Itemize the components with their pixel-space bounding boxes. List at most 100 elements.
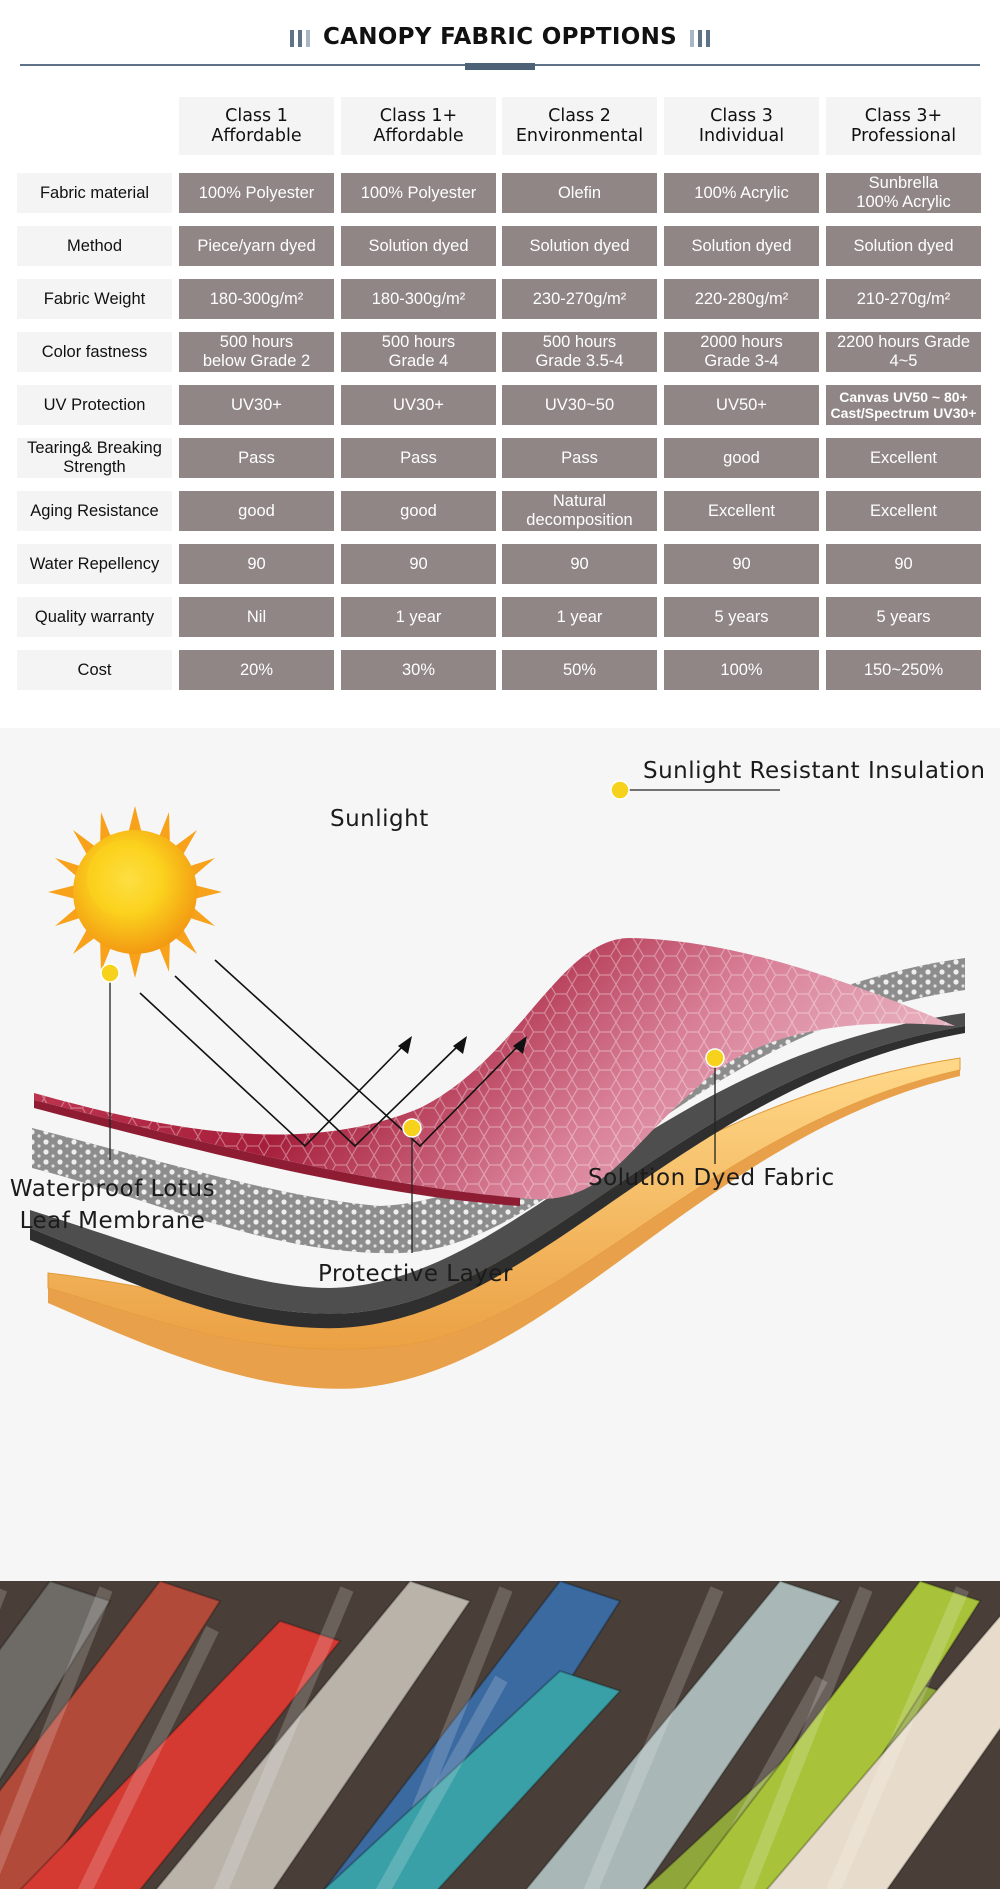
column-header-class: Class 3 [710, 105, 773, 126]
table-cell: 2200 hours Grade 4~5 [826, 332, 981, 372]
row-header: Color fastness [17, 332, 172, 372]
fabric-rolls-graphic [0, 1581, 1000, 1889]
fabric-roll-highlight [0, 1588, 8, 1610]
table-cell: Solution dyed [664, 226, 819, 266]
table-cell: 30% [341, 650, 496, 690]
table-cell: UV30+ [341, 385, 496, 425]
table-cell: 100% Acrylic [664, 173, 819, 213]
table-cell: Canvas UV50 ~ 80+ Cast/Spectrum UV30+ [826, 385, 981, 425]
table-cell: 100% Polyester [179, 173, 334, 213]
column-header: Class 3+Professional [826, 97, 981, 155]
row-header: UV Protection [17, 385, 172, 425]
table-cell: 210-270g/m² [826, 279, 981, 319]
table-cell: 500 hours Grade 4 [341, 332, 496, 372]
table-cell: 500 hours Grade 3.5-4 [502, 332, 657, 372]
table-cell: Solution dyed [502, 226, 657, 266]
column-header-tier: Environmental [515, 126, 644, 146]
table-cell: Excellent [664, 491, 819, 531]
table-cell: Excellent [826, 438, 981, 478]
fabric-layers-illustration: Sunlight Sunlight Resistant Insulation W… [0, 728, 1000, 1581]
table-cell: Nil [179, 597, 334, 637]
title-decoration-right [690, 30, 710, 47]
table-cell: 2000 hours Grade 3-4 [664, 332, 819, 372]
row-header: Aging Resistance [17, 491, 172, 531]
column-header-tier: Individual [698, 126, 785, 146]
fabric-roll-highlight [826, 1586, 969, 1889]
label-solution-dyed: Solution Dyed Fabric [588, 1165, 835, 1191]
row-header: Fabric material [17, 173, 172, 213]
table-cell: 100% [664, 650, 819, 690]
column-header-class: Class 1+ [379, 105, 458, 126]
callout-markers [100, 780, 725, 1138]
fabric-roll [19, 1619, 342, 1889]
column-header-class: Class 3+ [864, 105, 943, 126]
row-header: Fabric Weight [17, 279, 172, 319]
fabric-roll-highlight [583, 1586, 724, 1889]
fabric-roll [0, 1581, 222, 1889]
table-cell: UV30+ [179, 385, 334, 425]
fabric-roll-highlight [0, 1586, 113, 1875]
row-header: Quality warranty [17, 597, 172, 637]
fabric-roll-highlight [375, 1675, 508, 1889]
table-cell: 1 year [341, 597, 496, 637]
table-cell: Pass [179, 438, 334, 478]
column-header-tier: Affordable [373, 126, 464, 146]
table-cell: Olefin [502, 173, 657, 213]
table-cell: 230-270g/m² [502, 279, 657, 319]
fabric-roll [525, 1581, 842, 1889]
table-cell: Sunbrella 100% Acrylic [826, 173, 981, 213]
label-protective: Protective Layer [318, 1261, 513, 1287]
table-cell: 90 [502, 544, 657, 584]
table-cell: UV50+ [664, 385, 819, 425]
table-cell: 90 [341, 544, 496, 584]
sunlight-rays [139, 959, 521, 1148]
column-header-tier: Professional [850, 126, 957, 146]
row-header: Tearing& Breaking Strength [17, 438, 172, 478]
row-header: Cost [17, 650, 172, 690]
table-cell: 20% [179, 650, 334, 690]
column-header-class: Class 2 [548, 105, 611, 126]
table-cell: 220-280g/m² [664, 279, 819, 319]
table-cell: 180-300g/m² [179, 279, 334, 319]
table-cell: Pass [502, 438, 657, 478]
title-divider-accent [465, 63, 535, 70]
fabric-roll [0, 1581, 112, 1782]
title-decoration-left [290, 30, 310, 47]
table-cell: 50% [502, 650, 657, 690]
table-cell: Piece/yarn dyed [179, 226, 334, 266]
fabric-roll [155, 1581, 472, 1889]
table-cell: 1 year [502, 597, 657, 637]
dark-layer [30, 1013, 965, 1314]
row-header: Method [17, 226, 172, 266]
column-header: Class 1+Affordable [341, 97, 496, 155]
row-header: Water Repellency [17, 544, 172, 584]
column-header-class: Class 1 [225, 105, 288, 126]
fabric-roll-highlight [77, 1625, 219, 1889]
table-cell: 150~250% [826, 650, 981, 690]
table-cell: Excellent [826, 491, 981, 531]
table-cell: 90 [179, 544, 334, 584]
table-cell: good [341, 491, 496, 531]
layers-graphic [30, 780, 965, 1389]
table-cell: Natural decomposition [502, 491, 657, 531]
page-header: CANOPY FABRIC OPPTIONS [0, 0, 1000, 78]
fabric-roll-highlight [213, 1586, 354, 1889]
table-cell: Solution dyed [826, 226, 981, 266]
sun-icon [48, 806, 222, 978]
sunlight-arrows [398, 1036, 527, 1054]
table-cell: 90 [826, 544, 981, 584]
table-cell: 90 [664, 544, 819, 584]
table-cell: 5 years [664, 597, 819, 637]
fabric-rolls-photo [0, 1581, 1000, 1889]
label-sunlight: Sunlight [330, 806, 429, 832]
table-cell: UV30~50 [502, 385, 657, 425]
page-title: CANOPY FABRIC OPPTIONS [322, 24, 678, 50]
table-cell: 180-300g/m² [341, 279, 496, 319]
label-insulation: Sunlight Resistant Insulation [643, 758, 986, 784]
table-cell: 500 hours below Grade 2 [179, 332, 334, 372]
table-cell: good [664, 438, 819, 478]
fabric-roll [765, 1614, 1000, 1889]
leader-lines [109, 789, 780, 1253]
